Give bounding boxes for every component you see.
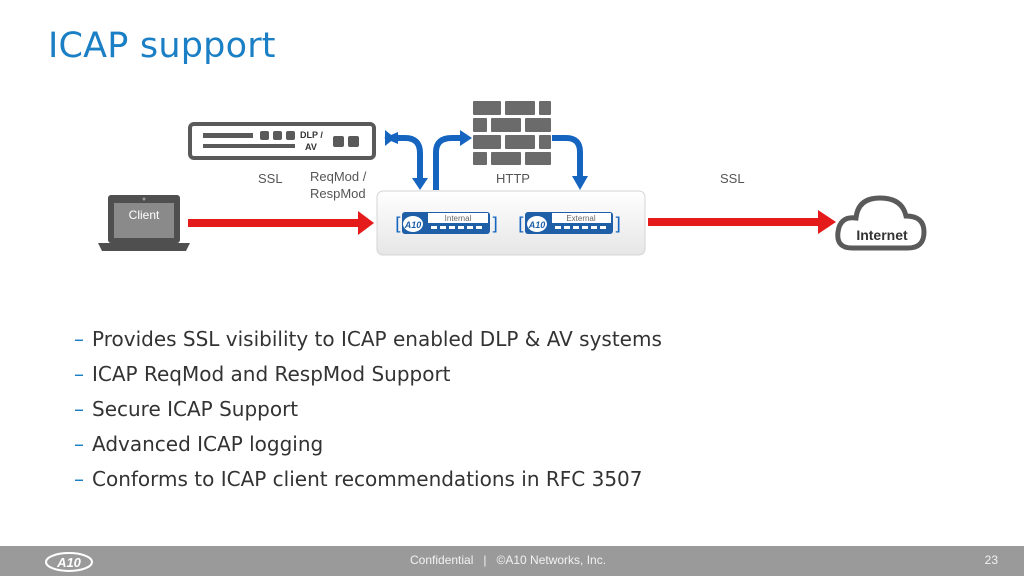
ssl-left-arrow <box>188 211 374 235</box>
footer-bar: A10 Confidential | ©A10 Networks, Inc. 2… <box>0 546 1024 576</box>
a10-internal-logo-text: A10 <box>404 220 422 230</box>
internet-cloud-icon: Internet <box>835 195 927 251</box>
bullet-list: –Provides SSL visibility to ICAP enabled… <box>74 322 662 497</box>
internet-label: Internet <box>856 227 908 243</box>
internal-label: Internal <box>445 214 472 223</box>
svg-text:[: [ <box>518 214 525 235</box>
laptop-icon: Client <box>98 195 190 251</box>
footer-logo-text: A10 <box>56 555 82 570</box>
http-up-arrow <box>433 130 472 190</box>
dlp-av-appliance-icon: DLP / AV <box>188 122 376 160</box>
bullet-text: Provides SSL visibility to ICAP enabled … <box>92 327 662 351</box>
a10-external-logo-text: A10 <box>528 220 546 230</box>
a10-logo: A10 <box>45 552 93 572</box>
bullet-text: Advanced ICAP logging <box>92 432 324 456</box>
dlp-label-line1: DLP / <box>300 130 323 140</box>
external-label: External <box>566 214 596 223</box>
svg-text:]: ] <box>491 214 498 235</box>
icap-bidirectional-arrow <box>384 130 428 190</box>
bullet-text: Conforms to ICAP client recommendations … <box>92 467 643 491</box>
ssl-right-label: SSL <box>720 171 745 186</box>
slide-title: ICAP support <box>48 26 276 66</box>
bullet-text: ICAP ReqMod and RespMod Support <box>92 362 451 386</box>
bullet-item: –ICAP ReqMod and RespMod Support <box>74 362 451 386</box>
dlp-label-line2: AV <box>305 142 317 152</box>
http-down-arrow <box>552 135 588 190</box>
http-label: HTTP <box>496 171 530 186</box>
ssl-left-label: SSL <box>258 171 283 186</box>
page-number: 23 <box>984 553 998 567</box>
svg-text:]: ] <box>614 214 621 235</box>
a10-internal-device-icon: [ A10 Internal ] <box>395 212 498 235</box>
a10-appliance-box <box>376 190 646 256</box>
bullet-item: –Conforms to ICAP client recommendations… <box>74 467 643 491</box>
firewall-icon <box>473 101 551 165</box>
network-diagram: Client DLP / AV [ A10 Intern <box>98 101 927 256</box>
a10-external-device-icon: [ A10 External ] <box>518 212 621 235</box>
svg-text:[: [ <box>395 214 402 235</box>
reqmod-label-line2: RespMod <box>310 186 366 201</box>
client-label: Client <box>129 208 160 222</box>
bullet-text: Secure ICAP Support <box>92 397 299 421</box>
footer-confidential: Confidential | ©A10 Networks, Inc. <box>410 553 607 567</box>
ssl-right-arrow <box>648 210 836 234</box>
reqmod-label-line1: ReqMod / <box>310 169 367 184</box>
bullet-item: –Advanced ICAP logging <box>74 432 324 456</box>
bullet-item: –Secure ICAP Support <box>74 397 299 421</box>
bullet-item: –Provides SSL visibility to ICAP enabled… <box>74 327 662 351</box>
